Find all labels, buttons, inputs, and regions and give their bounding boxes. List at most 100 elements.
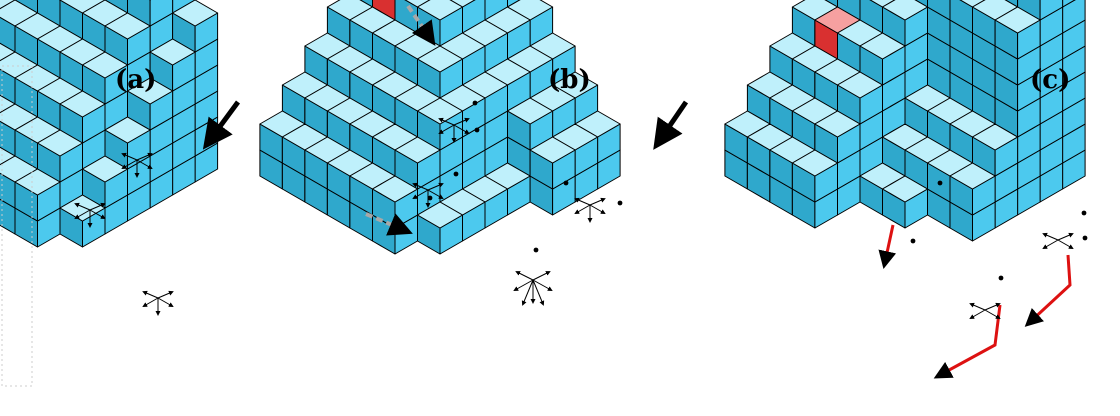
cube-top-face: [14, 168, 61, 196]
dot: [1082, 235, 1088, 241]
direction-arrow: [412, 189, 429, 199]
panel-label-b: (b): [548, 65, 591, 95]
cube-top-face: [394, 136, 441, 164]
arrow-icon: [202, 100, 241, 150]
dot: [1081, 210, 1087, 216]
dot: [617, 200, 623, 206]
panel-c: [724, 0, 1086, 242]
direction-arrow: [969, 309, 986, 319]
cube: [417, 0, 463, 47]
panel-label-a: (a): [115, 65, 156, 95]
direction-arrow: [136, 152, 153, 161]
annotations-layer: [1, 4, 1088, 387]
direction-arrow: [438, 117, 455, 126]
dashed-arrow-icon: [365, 212, 413, 236]
direction-arrow: [438, 124, 455, 134]
cube-top-face: [104, 12, 151, 40]
cube-top-face: [0, 94, 16, 114]
cube-top-face: [994, 6, 1041, 34]
cube-top-face: [417, 201, 463, 229]
arrow-icon: [653, 100, 689, 150]
direction-arrow: [157, 297, 174, 307]
direction-arrow: [574, 204, 591, 214]
cube-top-face: [104, 116, 151, 144]
cube-top-face: [149, 38, 196, 66]
cube-top-face: [172, 0, 219, 27]
cube-arrows: [1042, 232, 1074, 249]
dashed-arrow-icon: [406, 4, 436, 46]
direction-arrow: [1042, 232, 1059, 241]
dot: [474, 127, 480, 133]
dot: [533, 247, 539, 253]
cube-arrows: [74, 202, 106, 228]
dot: [427, 195, 433, 201]
cube-top-face: [82, 51, 128, 79]
cube: [417, 97, 463, 151]
panel-a: [0, 0, 219, 248]
direction-arrow: [427, 182, 444, 191]
direction-arrow: [1057, 239, 1074, 249]
migration-path: [933, 304, 1002, 379]
cube: [972, 123, 1019, 177]
dot: [453, 171, 459, 177]
cube-top-face: [0, 146, 16, 166]
direction-arrow: [589, 204, 606, 214]
cube-top-face: [417, 45, 463, 73]
direction-arrow: [984, 302, 1001, 311]
cube-top-face: [882, 0, 928, 21]
panel-label-c: (c): [1030, 65, 1070, 95]
cube-top-face: [37, 129, 83, 157]
direction-arrow: [142, 297, 159, 307]
cube: [814, 110, 861, 164]
cube-top-face: [59, 90, 106, 118]
cube: [949, 162, 996, 216]
direction-arrow: [984, 309, 1001, 319]
dot: [937, 180, 943, 186]
direction-arrow: [1042, 239, 1059, 249]
cube-top-face: [837, 71, 883, 99]
direction-arrow: [136, 159, 153, 169]
direction-arrow: [157, 290, 174, 299]
cube-top-face: [859, 32, 906, 60]
migration-path: [1024, 254, 1072, 327]
direction-arrow: [427, 189, 444, 199]
direction-arrow: [74, 209, 91, 219]
cube-top-face: [59, 194, 106, 222]
cube-top-face: [507, 97, 554, 125]
cube-arrows: [121, 152, 153, 178]
direction-arrow: [121, 152, 138, 161]
direction-arrow: [969, 302, 986, 311]
cube-top-face: [791, 149, 838, 177]
direction-arrow: [532, 279, 545, 306]
cube: [507, 97, 554, 151]
direction-arrow: [142, 290, 159, 299]
cube-top-face: [417, 0, 463, 21]
migration-path: [878, 224, 897, 270]
cube-top-face: [372, 175, 418, 203]
direction-arrow: [574, 197, 591, 206]
cube-arrows: [574, 197, 606, 223]
dot: [472, 100, 478, 106]
dot: [910, 238, 916, 244]
cube-top-face: [82, 155, 128, 183]
cube: [529, 136, 576, 190]
direction-arrow: [515, 271, 534, 281]
direction-arrow: [453, 124, 470, 134]
dot: [563, 180, 569, 186]
cube-arrows: [969, 302, 1001, 319]
direction-arrow: [74, 202, 91, 211]
direction-arrow: [453, 117, 470, 126]
cube-top-face: [417, 97, 463, 125]
cube: [127, 77, 174, 131]
direction-arrow: [412, 182, 429, 191]
faint-outline: [1, 65, 33, 387]
cube: [791, 149, 838, 203]
cube-top-face: [814, 110, 861, 138]
dot: [998, 275, 1004, 281]
cube-top-face: [949, 162, 996, 190]
cube-top-face: [127, 77, 174, 105]
direction-arrow: [89, 202, 106, 211]
panel-b: [259, 0, 621, 255]
direction-arrow: [521, 279, 534, 306]
